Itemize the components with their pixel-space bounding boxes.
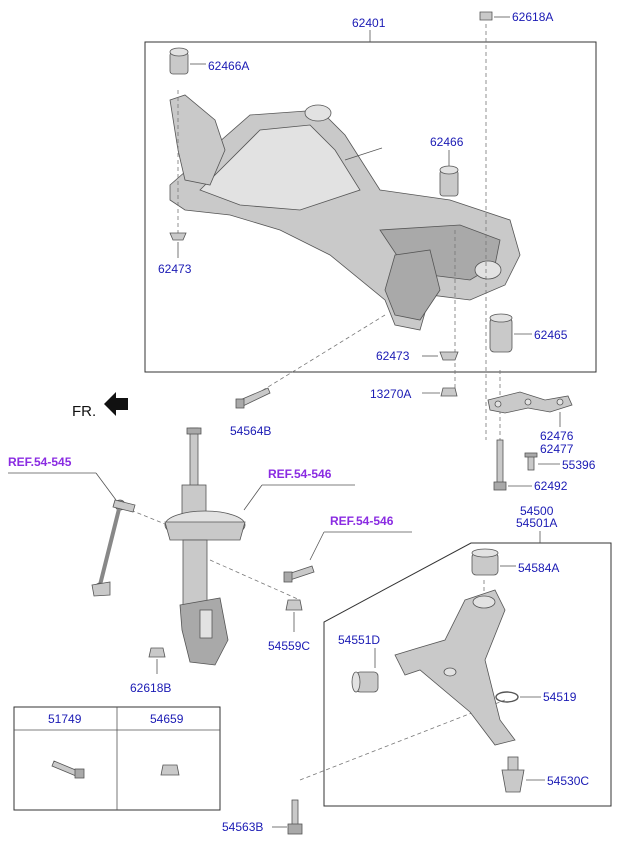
label-62466A: 62466A — [208, 59, 249, 73]
ref-strut-bolt[interactable]: REF.54-546 — [330, 514, 394, 528]
nut-54559C — [285, 599, 303, 611]
label-54584A: 54584A — [518, 561, 559, 575]
bracket-62476 — [487, 391, 573, 414]
label-54559C: 54559C — [268, 639, 310, 653]
washer-62473-right — [439, 351, 459, 361]
label-62465: 62465 — [534, 328, 568, 342]
washer-62473-left — [169, 232, 187, 241]
subframe-group-box — [144, 41, 597, 373]
bolt-51749-icon — [51, 760, 85, 779]
label-62473-left: 62473 — [158, 262, 192, 276]
parts-table: 51749 54659 — [13, 706, 221, 811]
label-62466: 62466 — [430, 135, 464, 149]
label-54530C: 54530C — [547, 774, 589, 788]
bushing-62466 — [439, 165, 459, 197]
label-54563B: 54563B — [222, 820, 263, 834]
label-62492: 62492 — [534, 479, 568, 493]
bushing-54551D — [351, 671, 379, 693]
bushing-54584A — [471, 548, 499, 576]
label-54564B: 54564B — [230, 424, 271, 438]
nut-54659-icon — [160, 764, 180, 776]
bushing-62466A — [169, 47, 189, 75]
bolt-54564B — [235, 387, 271, 409]
label-54551D: 54551D — [338, 633, 380, 647]
bushing-62465 — [489, 313, 513, 353]
label-13270A: 13270A — [370, 387, 411, 401]
label-54500: 54500 — [520, 504, 554, 518]
lower-arm-group-box — [323, 542, 612, 807]
label-54519: 54519 — [543, 690, 577, 704]
nut-13270A — [440, 387, 458, 397]
front-arrow-icon — [104, 392, 128, 416]
table-col2-header: 54659 — [150, 712, 184, 726]
label-62473-right: 62473 — [376, 349, 410, 363]
label-62476: 62476 — [540, 429, 574, 443]
snap-ring-54519 — [495, 691, 519, 703]
ref-strut-upper[interactable]: REF.54-546 — [268, 467, 332, 481]
label-54501A: 54501A — [516, 516, 557, 530]
label-62477: 62477 — [540, 442, 574, 456]
screw-55396 — [524, 452, 538, 471]
ref-stabilizer-link[interactable]: REF.54-545 — [8, 455, 72, 469]
bolt-54563B — [287, 799, 303, 835]
ball-joint-54530C — [501, 756, 525, 793]
stabilizer-link — [91, 499, 136, 597]
label-62618B: 62618B — [130, 681, 171, 695]
nut-62618B — [148, 647, 166, 658]
table-col1-header: 51749 — [48, 712, 82, 726]
label-62618A: 62618A — [512, 10, 553, 24]
bolt-62492 — [493, 439, 507, 491]
subframe-crossmember — [169, 94, 521, 331]
nut-62618A — [479, 11, 493, 21]
label-55396: 55396 — [562, 458, 596, 472]
strut-bolt — [283, 565, 315, 583]
label-62401: 62401 — [352, 16, 386, 30]
front-label: FR. — [72, 403, 96, 420]
strut-assembly — [164, 427, 246, 666]
lower-control-arm — [394, 589, 516, 746]
